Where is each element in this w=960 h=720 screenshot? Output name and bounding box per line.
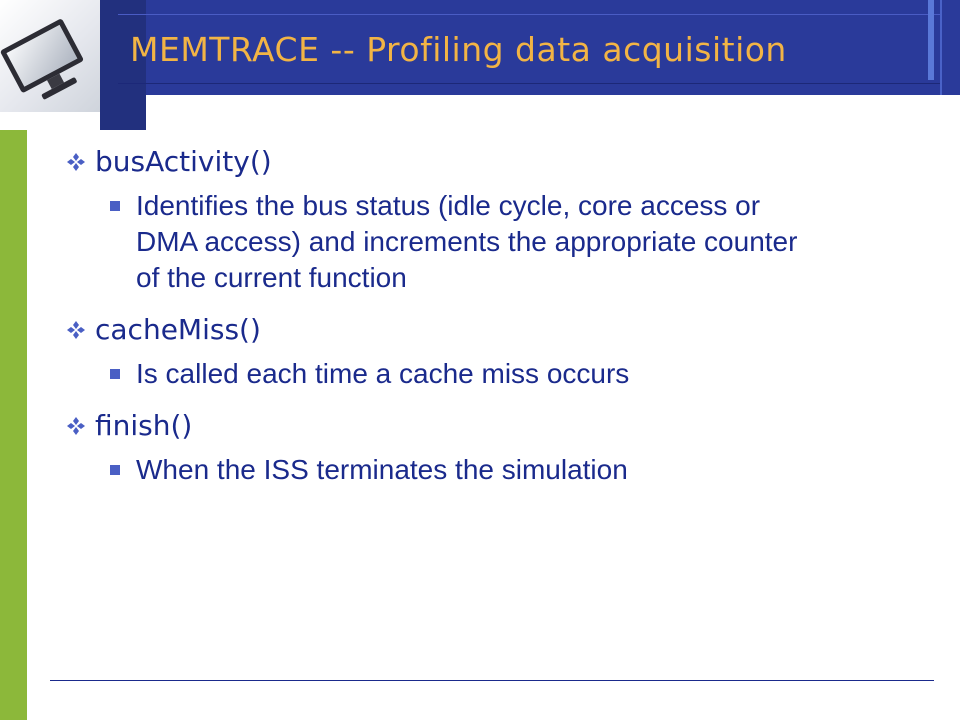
square-bullet-icon [110,201,120,211]
header-accent-stripe [928,0,934,80]
header-bar-frame [118,14,940,84]
square-bullet-icon [110,465,120,475]
sub-bullet-item: Identifies the bus status (idle cycle, c… [64,188,816,296]
logo-monitor-icon [0,0,100,112]
bullet-item: cacheMiss() [64,308,924,352]
slide-content: busActivity() Identifies the bus status … [64,140,924,500]
four-diamond-icon [67,417,85,435]
bullet-label: finish() [95,409,193,442]
bullet-label: cacheMiss() [95,313,261,346]
header-bar [100,0,960,95]
bullet-item: finish() [64,404,924,448]
footer-divider [50,680,934,681]
square-bullet-icon [110,369,120,379]
sub-bullet-text: Identifies the bus status (idle cycle, c… [136,190,798,293]
four-diamond-icon [67,153,85,171]
header-accent-line [940,0,942,95]
sub-bullet-item: Is called each time a cache miss occurs [64,356,816,392]
sub-bullet-text: When the ISS terminates the simulation [136,454,628,485]
sub-bullet-text: Is called each time a cache miss occurs [136,358,630,389]
header-dark-block [100,0,146,130]
slide-title: MEMTRACE -- Profiling data acquisition [130,30,787,69]
bullet-item: busActivity() [64,140,924,184]
sub-bullet-item: When the ISS terminates the simulation [64,452,816,488]
bullet-label: busActivity() [95,145,272,178]
four-diamond-icon [67,321,85,339]
sidebar-stripe [0,130,27,720]
